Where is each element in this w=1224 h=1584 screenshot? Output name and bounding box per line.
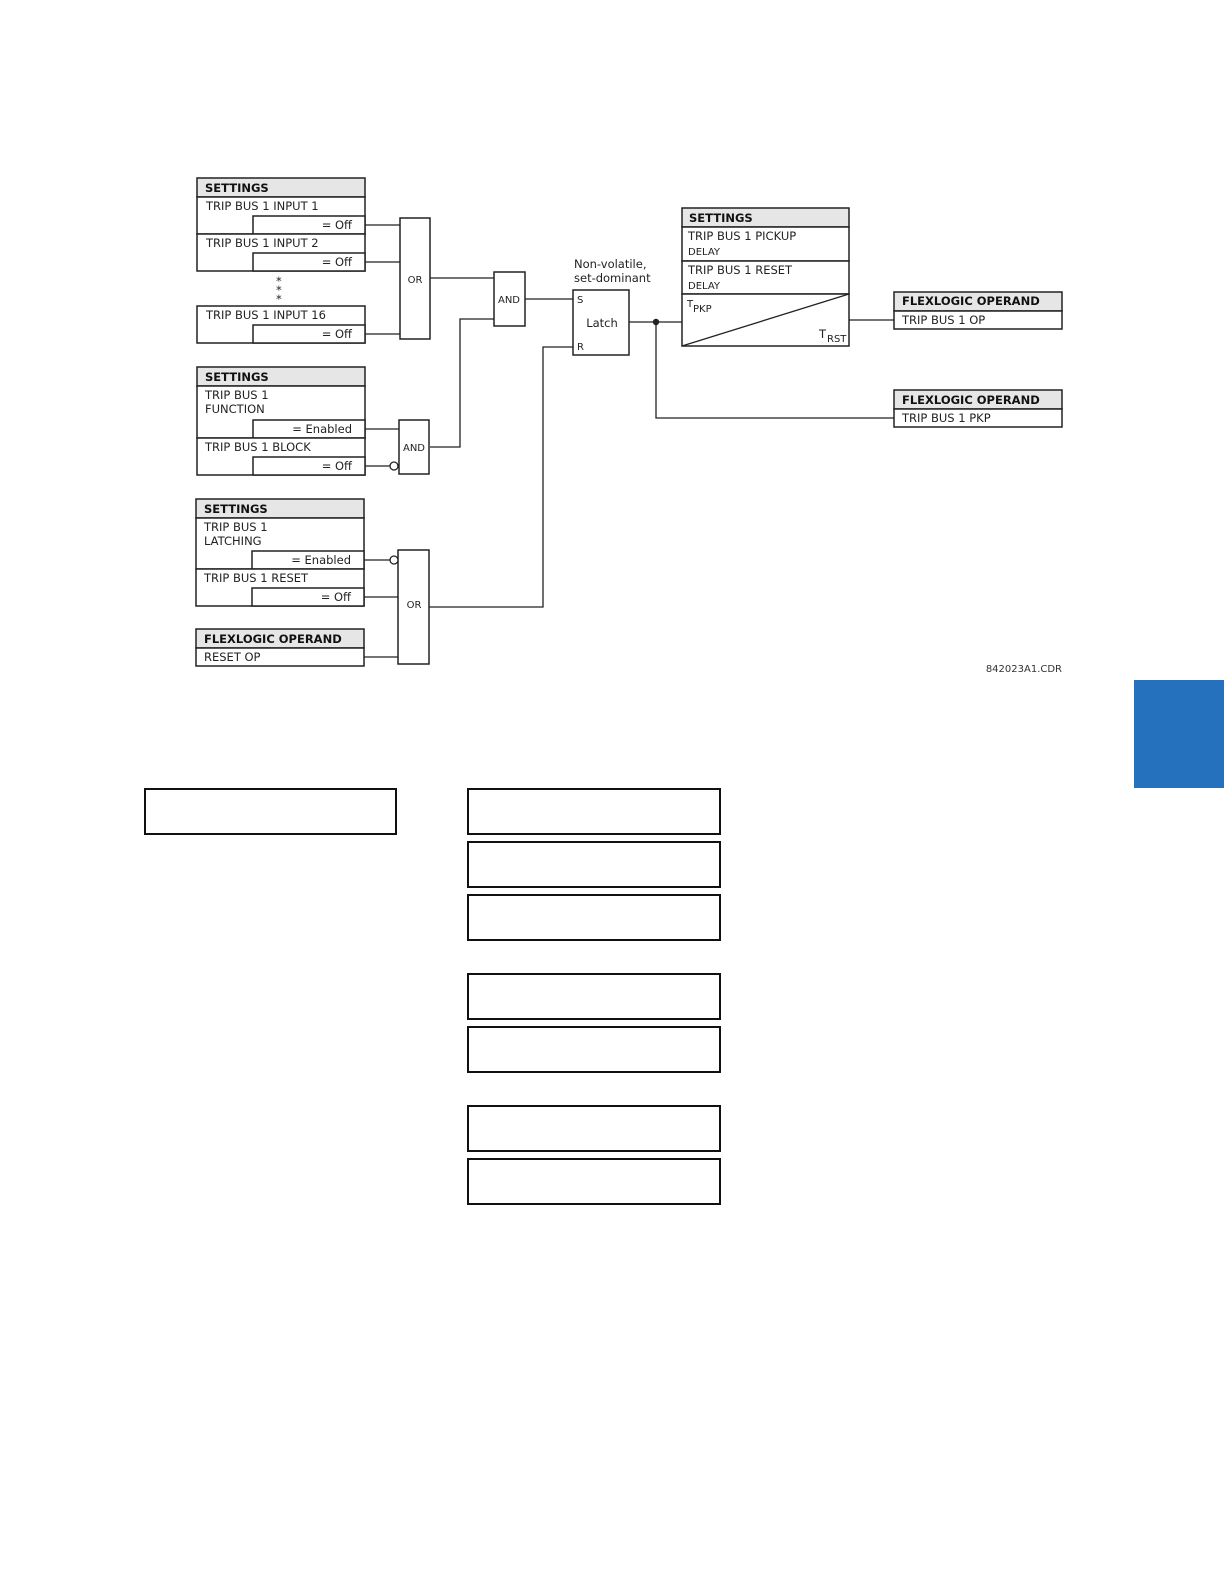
settings-timer-header: SETTINGS [689,211,753,225]
operand-op-value: TRIP BUS 1 OP [901,313,985,327]
trst-sub: RST [827,334,847,345]
or-gate-inputs [399,217,431,340]
menu-path-box [144,788,397,835]
operand-reset-header: FLEXLOGIC OPERAND [204,632,342,646]
trip-bus-latching-label-1: TRIP BUS 1 [203,520,268,534]
settings-inputs-block: SETTINGS TRIP BUS 1 INPUT 1 = Off TRIP B… [196,177,366,344]
input-2-value: = Off [322,255,353,269]
settings-function-header: SETTINGS [205,370,269,384]
operand-pkp-value: TRIP BUS 1 PKP [901,411,991,425]
or-gate-reset [397,549,430,665]
operand-reset-op-block: FLEXLOGIC OPERAND RESET OP [195,628,365,667]
operand-op-block: FLEXLOGIC OPERAND TRIP BUS 1 OP [893,291,1063,330]
ellipsis-dot-1: * [276,274,282,288]
reset-delay-label-1: TRIP BUS 1 RESET [687,263,793,277]
pickup-delay-label-1: TRIP BUS 1 PICKUP [687,229,796,243]
reset-value: = Off [321,590,352,604]
latch-note-2: set-dominant [574,271,651,285]
settings-function-block: SETTINGS TRIP BUS 1 FUNCTION = Enabled T… [196,366,366,476]
trip-bus-input-2-label: TRIP BUS 1 INPUT 2 [205,236,319,250]
reset-delay-label-2: DELAY [688,281,721,292]
setting-box-6 [467,1105,721,1152]
trip-bus-function-label-2: FUNCTION [205,402,265,416]
function-value: = Enabled [292,422,352,436]
settings-timer-block: SETTINGS TRIP BUS 1 PICKUP DELAY TRIP BU… [681,207,850,347]
trip-bus-latching-label-2: LATCHING [204,534,262,548]
or-gate-inputs-label: OR [408,275,423,286]
trst-main: T [818,327,827,341]
trip-bus-input-16-label: TRIP BUS 1 INPUT 16 [205,308,326,322]
operand-pkp-header: FLEXLOGIC OPERAND [902,393,1040,407]
operand-reset-value: RESET OP [204,650,261,664]
inverter-bubble-latching [389,555,399,565]
chapter-tab [1134,680,1224,788]
operand-op-header: FLEXLOGIC OPERAND [902,294,1040,308]
latch-set-label: S [577,295,583,306]
input-1-value: = Off [322,218,353,232]
tpkp-main: T [686,299,694,310]
inverter-bubble-block [389,461,399,471]
trip-bus-input-1-label: TRIP BUS 1 INPUT 1 [205,199,319,213]
ellipsis-dot-2: * [276,283,282,297]
block-value: = Off [322,459,353,473]
ellipsis-dot-3: * [276,292,282,306]
setting-box-2 [467,841,721,888]
latching-value: = Enabled [291,553,351,567]
operand-pkp-block: FLEXLOGIC OPERAND TRIP BUS 1 PKP [893,389,1063,428]
latch-note-1: Non-volatile, [574,257,646,271]
tpkp-sub: PKP [693,304,712,315]
and-gate-function-label: AND [403,443,425,454]
setting-box-1 [467,788,721,835]
latch-reset-label: R [577,342,584,353]
setting-box-4 [467,973,721,1020]
settings-inputs-header: SETTINGS [205,181,269,195]
trip-bus-reset-label: TRIP BUS 1 RESET [203,571,309,585]
input-16-value: = Off [322,327,353,341]
latch-block [572,289,630,356]
setting-box-5 [467,1026,721,1073]
and-gate-main-label: AND [498,295,520,306]
pickup-delay-label-2: DELAY [688,247,721,258]
latch-label: Latch [586,316,618,330]
figure-code: 842023A1.CDR [986,664,1062,675]
settings-latching-block: SETTINGS TRIP BUS 1 LATCHING = Enabled T… [195,498,365,607]
and-gate-function [398,419,430,475]
settings-latching-header: SETTINGS [204,502,268,516]
trip-bus-block-label: TRIP BUS 1 BLOCK [204,440,311,454]
or-gate-reset-label: OR [407,600,422,611]
trip-bus-function-label-1: TRIP BUS 1 [204,388,269,402]
setting-box-3 [467,894,721,941]
trip-bus-logic-diagram: SETTINGS TRIP BUS 1 INPUT 1 = Off TRIP B… [195,177,1063,675]
setting-box-7 [467,1158,721,1205]
